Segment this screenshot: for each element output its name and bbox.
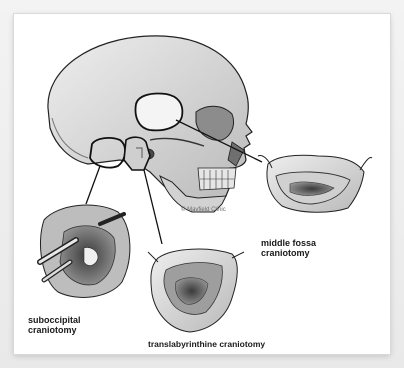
label-suboccipital-craniotomy: suboccipitalcraniotomy [28,315,81,335]
middle-fossa-inset [258,155,372,212]
copyright-watermark: © Mayfield Clinic [181,207,226,213]
translabyrinthine-inset [148,249,244,332]
label-middle-fossa-craniotomy: middle fossacraniotomy [261,238,316,258]
label-middle-fossa-line2: craniotomy [261,248,310,258]
label-suboccipital-line2: craniotomy [28,325,77,335]
label-middle-fossa-line1: middle fossa [261,238,316,248]
label-suboccipital-line1: suboccipital [28,315,81,325]
suboccipital-inset [40,205,130,297]
label-translabyrinthine-craniotomy: translabyrinthine craniotomy [148,339,265,349]
